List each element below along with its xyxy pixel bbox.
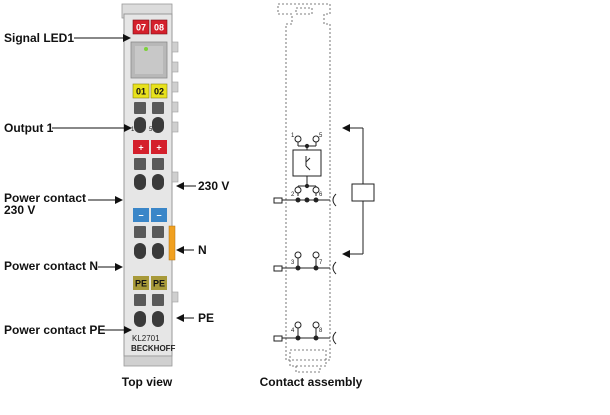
svg-text:3: 3 xyxy=(291,260,295,266)
contacts-1-5 xyxy=(294,135,320,150)
svg-text:2: 2 xyxy=(291,192,295,198)
caption-contact-assembly: Contact assembly xyxy=(260,375,363,389)
led-01-label: 01 xyxy=(136,87,146,97)
svg-text:5: 5 xyxy=(319,133,323,139)
led-02-label: 02 xyxy=(154,87,164,97)
power-rail-pe xyxy=(273,331,337,345)
svg-text:1: 1 xyxy=(291,133,295,139)
pe-marker-left xyxy=(133,276,149,290)
caption-top-view: Top view xyxy=(122,375,173,389)
plus-marker-right xyxy=(151,140,167,154)
side-ribs xyxy=(171,41,179,303)
label-power-contact-230-l1: Power contact xyxy=(4,191,86,205)
model-number: KL2701 xyxy=(132,334,160,343)
svg-text:−: − xyxy=(156,211,161,221)
label-output-1: Output 1 xyxy=(4,121,54,135)
contact-assembly xyxy=(277,3,331,373)
label-pe: PE xyxy=(198,311,214,325)
label-signal-led: Signal LED1 xyxy=(4,31,74,45)
svg-text:PE: PE xyxy=(135,279,147,289)
clamp-row-3 xyxy=(134,226,164,259)
relay-coil xyxy=(342,124,375,258)
svg-text:6: 6 xyxy=(319,192,323,198)
clamp-row-4 xyxy=(134,294,164,327)
label-power-contact-pe: Power contact PE xyxy=(4,323,105,337)
power-rail-230v xyxy=(273,193,337,207)
led-02 xyxy=(150,83,168,99)
label-power-contact-n: Power contact N xyxy=(4,259,98,273)
n-power-contact xyxy=(168,225,176,261)
signal-led-1 xyxy=(144,47,148,51)
pe-marker-right xyxy=(151,276,167,290)
svg-text:+: + xyxy=(156,143,161,153)
plus-marker-left xyxy=(133,140,149,154)
led-01 xyxy=(132,83,150,99)
svg-text:+: + xyxy=(138,143,143,153)
contacts-2-6 xyxy=(294,183,320,196)
svg-text:PE: PE xyxy=(153,279,165,289)
terminal-top-view: 07 08 01 02 1 5 + + xyxy=(121,3,179,367)
minus-marker-left xyxy=(133,208,149,222)
svg-text:4: 4 xyxy=(291,328,295,334)
power-rail-n xyxy=(273,261,337,275)
led-08-label: 08 xyxy=(154,23,164,33)
svg-text:−: − xyxy=(138,211,143,221)
svg-text:8: 8 xyxy=(319,328,323,334)
clamp-row-1: 1 5 xyxy=(131,102,164,133)
bottom-clip xyxy=(123,355,173,367)
svg-text:7: 7 xyxy=(319,260,323,266)
clamp-row-2 xyxy=(134,158,164,190)
led-08 xyxy=(150,19,168,35)
svg-text:1: 1 xyxy=(131,127,135,133)
assembly-outline xyxy=(277,3,331,361)
svg-text:5: 5 xyxy=(149,127,153,133)
brand-logo: BECKHOFF xyxy=(131,344,176,353)
led-07 xyxy=(132,19,150,35)
label-n: N xyxy=(198,243,207,257)
switch-symbol xyxy=(305,156,311,171)
label-230v: 230 V xyxy=(198,179,229,193)
switch-element xyxy=(292,149,322,177)
minus-marker-right xyxy=(151,208,167,222)
led-07-label: 07 xyxy=(136,23,146,33)
label-power-contact-230-l2: 230 V xyxy=(4,203,35,217)
